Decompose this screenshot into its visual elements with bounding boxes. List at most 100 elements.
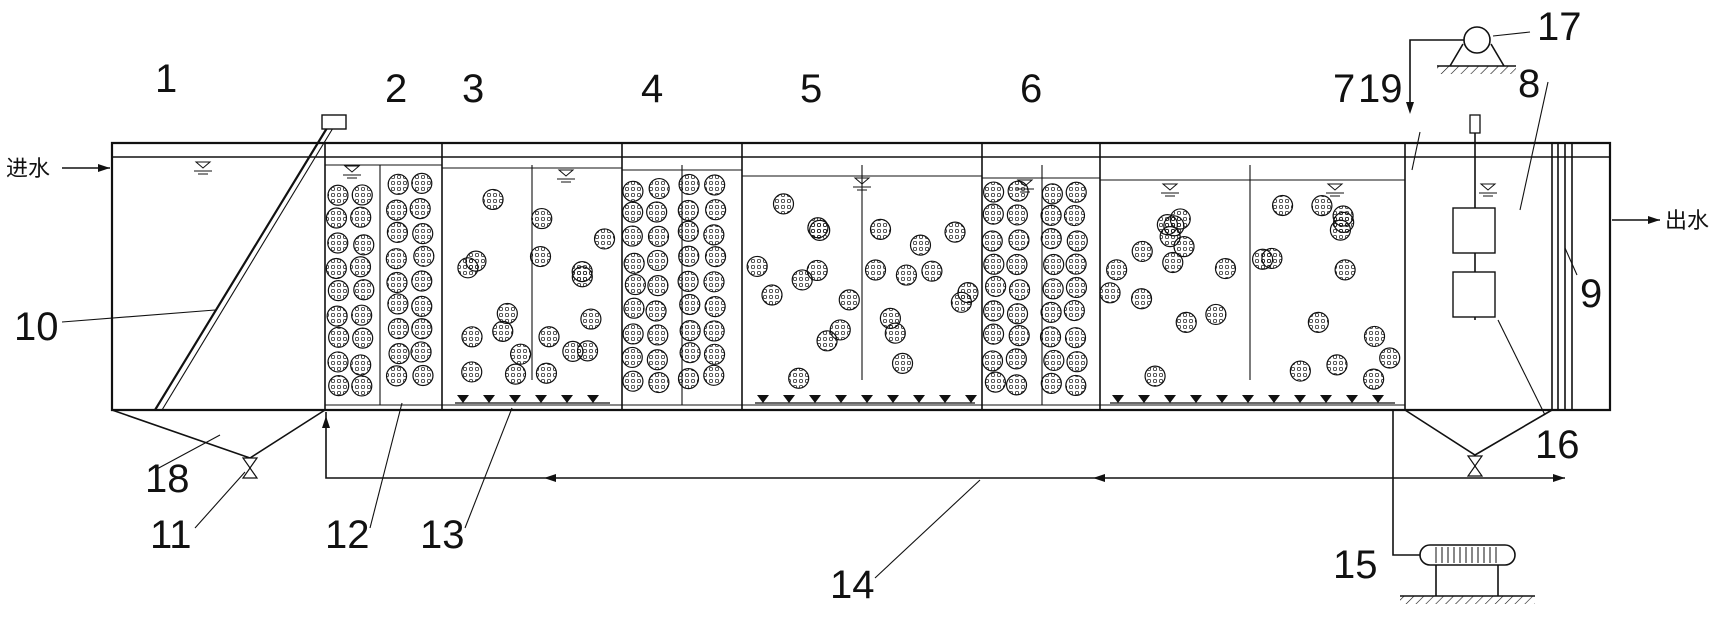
aerator — [913, 395, 925, 403]
media-ball — [1363, 368, 1385, 390]
media-ball — [1363, 325, 1386, 348]
media-ball — [327, 232, 349, 254]
media-ball — [647, 225, 670, 247]
filter-media-balls — [325, 172, 1401, 397]
aerator — [965, 395, 977, 403]
media-ball — [1329, 219, 1352, 241]
media-ball — [1162, 251, 1184, 274]
media-ball — [351, 184, 373, 206]
media-ball — [677, 220, 699, 242]
label-8: 8 — [1518, 62, 1540, 106]
media-ball — [386, 271, 408, 294]
media-ball — [703, 320, 725, 342]
media-ball — [838, 289, 860, 311]
aerator — [561, 395, 573, 403]
media-ball — [791, 269, 813, 291]
media-ball — [981, 230, 1003, 252]
media-ball — [648, 371, 670, 394]
aerator — [535, 395, 547, 403]
media-ball — [944, 221, 966, 243]
blower — [1392, 410, 1535, 604]
aerator — [835, 395, 847, 403]
media-ball — [457, 257, 479, 279]
media-ball — [352, 327, 374, 349]
water-level-marker — [1479, 183, 1497, 197]
aerator — [783, 395, 795, 403]
media-ball — [1008, 325, 1030, 347]
aerator — [1190, 395, 1202, 403]
sludge-return-pipe — [322, 412, 1565, 482]
label-19: 19 — [1358, 67, 1403, 111]
label-17: 17 — [1537, 5, 1582, 49]
label-7: 7 — [1333, 67, 1355, 111]
media-ball — [412, 364, 434, 387]
media-ball — [677, 270, 699, 293]
media-ball — [1066, 230, 1088, 252]
media-ball — [1334, 259, 1356, 281]
media-ball — [703, 364, 725, 386]
media-ball — [351, 375, 373, 397]
label-13: 13 — [420, 513, 465, 557]
media-ball — [621, 225, 643, 247]
media-ball — [1205, 303, 1227, 326]
media-ball — [1040, 204, 1062, 227]
media-ball — [895, 264, 918, 286]
media-ball — [412, 222, 434, 245]
aerator-diffusers — [455, 395, 1395, 404]
media-ball — [386, 221, 409, 244]
label-12: 12 — [325, 513, 370, 557]
media-ball — [623, 297, 645, 319]
aerator — [1346, 395, 1358, 403]
outlet-channel — [1557, 143, 1573, 410]
aerator — [1164, 395, 1176, 403]
media-ball — [704, 174, 726, 196]
aerator — [809, 395, 821, 403]
media-ball — [622, 323, 644, 345]
media-ball — [327, 280, 349, 302]
aerator — [1216, 395, 1228, 403]
label-11: 11 — [150, 513, 192, 557]
media-ball — [646, 349, 668, 371]
media-ball — [891, 352, 914, 374]
media-ball — [1064, 327, 1087, 349]
media-ball — [504, 363, 527, 385]
inlet-arrow — [62, 164, 110, 172]
label-15: 15 — [1333, 543, 1378, 587]
media-ball — [385, 365, 408, 387]
media-ball — [353, 234, 375, 256]
media-ball — [327, 351, 349, 373]
media-ball — [703, 271, 725, 293]
media-ball — [385, 248, 407, 270]
media-ball — [1163, 215, 1185, 237]
media-ball — [864, 259, 887, 281]
mixer — [1452, 114, 1496, 320]
media-ball — [1271, 194, 1294, 217]
media-ball — [571, 266, 593, 288]
water-level-marker — [343, 165, 361, 179]
media-ball — [829, 319, 851, 341]
media-ball — [772, 193, 795, 215]
media-ball — [410, 341, 432, 363]
media-ball — [1063, 204, 1086, 227]
media-ball — [909, 234, 932, 256]
media-ball — [1214, 257, 1237, 280]
media-ball — [1066, 351, 1088, 373]
aerator — [757, 395, 769, 403]
media-ball — [492, 320, 514, 342]
aerator — [483, 395, 495, 403]
outlet-label: 出水 — [1665, 208, 1709, 233]
media-ball — [411, 295, 433, 317]
media-ball — [326, 305, 348, 327]
media-ball — [1008, 279, 1031, 301]
water-level-marker — [1326, 183, 1344, 197]
media-ball — [411, 172, 433, 194]
label-14: 14 — [830, 563, 875, 607]
media-ball — [1040, 301, 1062, 323]
media-ball — [1042, 278, 1064, 300]
aerator — [1112, 395, 1124, 403]
media-ball — [387, 318, 410, 340]
label-2: 2 — [385, 67, 407, 111]
aerator — [509, 395, 521, 403]
media-ball — [1251, 248, 1274, 270]
